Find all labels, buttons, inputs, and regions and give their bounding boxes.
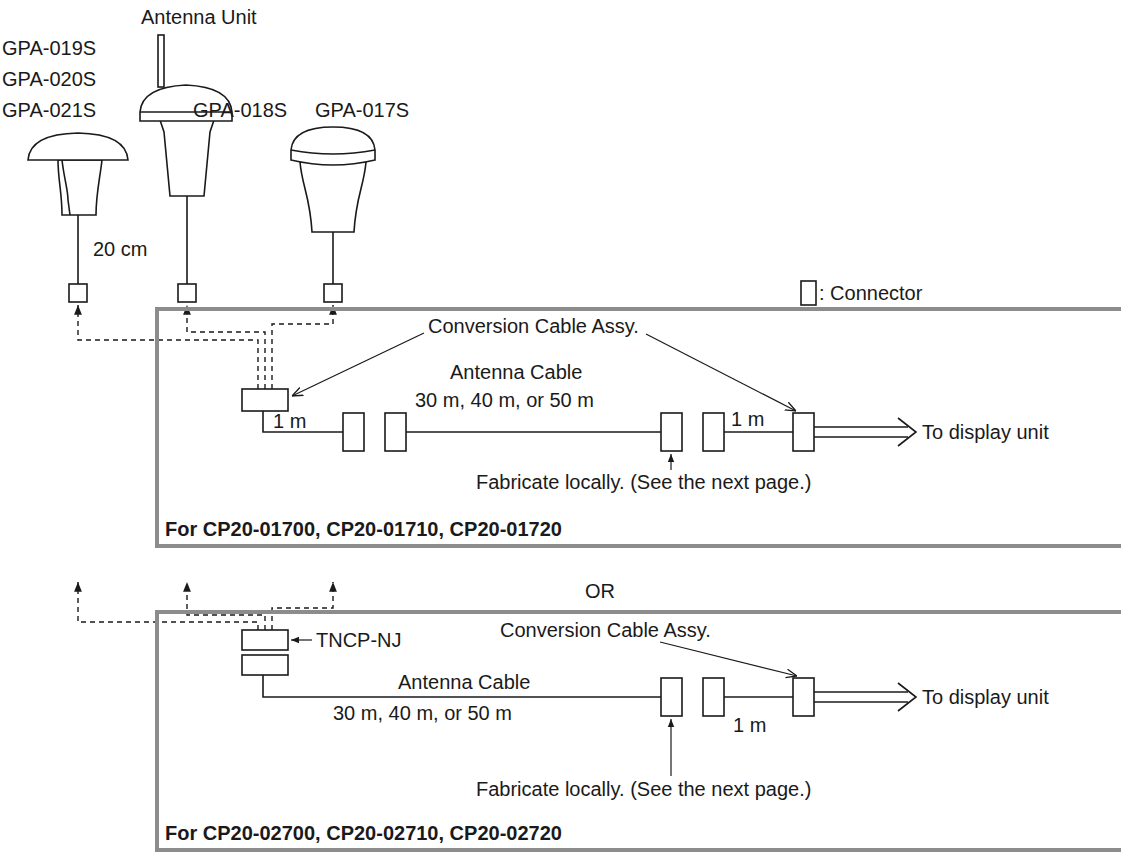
dimension: 20 cm — [93, 238, 147, 261]
note: To display unit — [922, 421, 1049, 444]
note: Fabricate locally. (See the next page.) — [476, 778, 811, 801]
dimension: 1 m — [731, 408, 764, 431]
part-name: TNCP-NJ — [316, 629, 402, 652]
part-name: Antenna Cable — [398, 671, 530, 694]
dimension: 1 m — [273, 410, 306, 433]
dimension: 30 m, 40 m, or 50 m — [333, 702, 512, 725]
model-name: GPA-017S — [315, 99, 409, 122]
panel-heading: For CP20-02700, CP20-02710, CP20-02720 — [165, 822, 562, 845]
dimension: 1 m — [733, 714, 766, 737]
panel-heading: For CP20-01700, CP20-01710, CP20-01720 — [165, 518, 562, 541]
dashed-routes — [78, 305, 333, 630]
note: Fabricate locally. (See the next page.) — [476, 471, 811, 494]
part-name: Conversion Cable Assy. — [500, 619, 711, 642]
antenna-gpa-019s — [28, 133, 128, 302]
leader-lines — [291, 333, 797, 776]
connector-legend-sample — [801, 281, 816, 305]
model-group-panel: For CP20-02700, CP20-02710, CP20-02720 — [155, 610, 1121, 852]
title-label: Antenna Unit — [141, 6, 257, 29]
part-name: Antenna Cable — [450, 361, 582, 384]
legend-text: : Connector — [819, 282, 922, 305]
model-name: GPA-020S — [2, 68, 96, 91]
model-name: GPA-021S — [2, 99, 96, 122]
cable-assembly — [242, 389, 916, 716]
part-name: Conversion Cable Assy. — [428, 315, 639, 338]
antenna-gpa-018s — [140, 35, 232, 302]
note: OR — [585, 580, 615, 603]
note: To display unit — [922, 686, 1049, 709]
model-name: GPA-019S — [2, 37, 96, 60]
antenna-gpa-017s — [291, 127, 375, 302]
dimension: 30 m, 40 m, or 50 m — [415, 389, 594, 412]
model-name: GPA-018S — [193, 99, 287, 122]
